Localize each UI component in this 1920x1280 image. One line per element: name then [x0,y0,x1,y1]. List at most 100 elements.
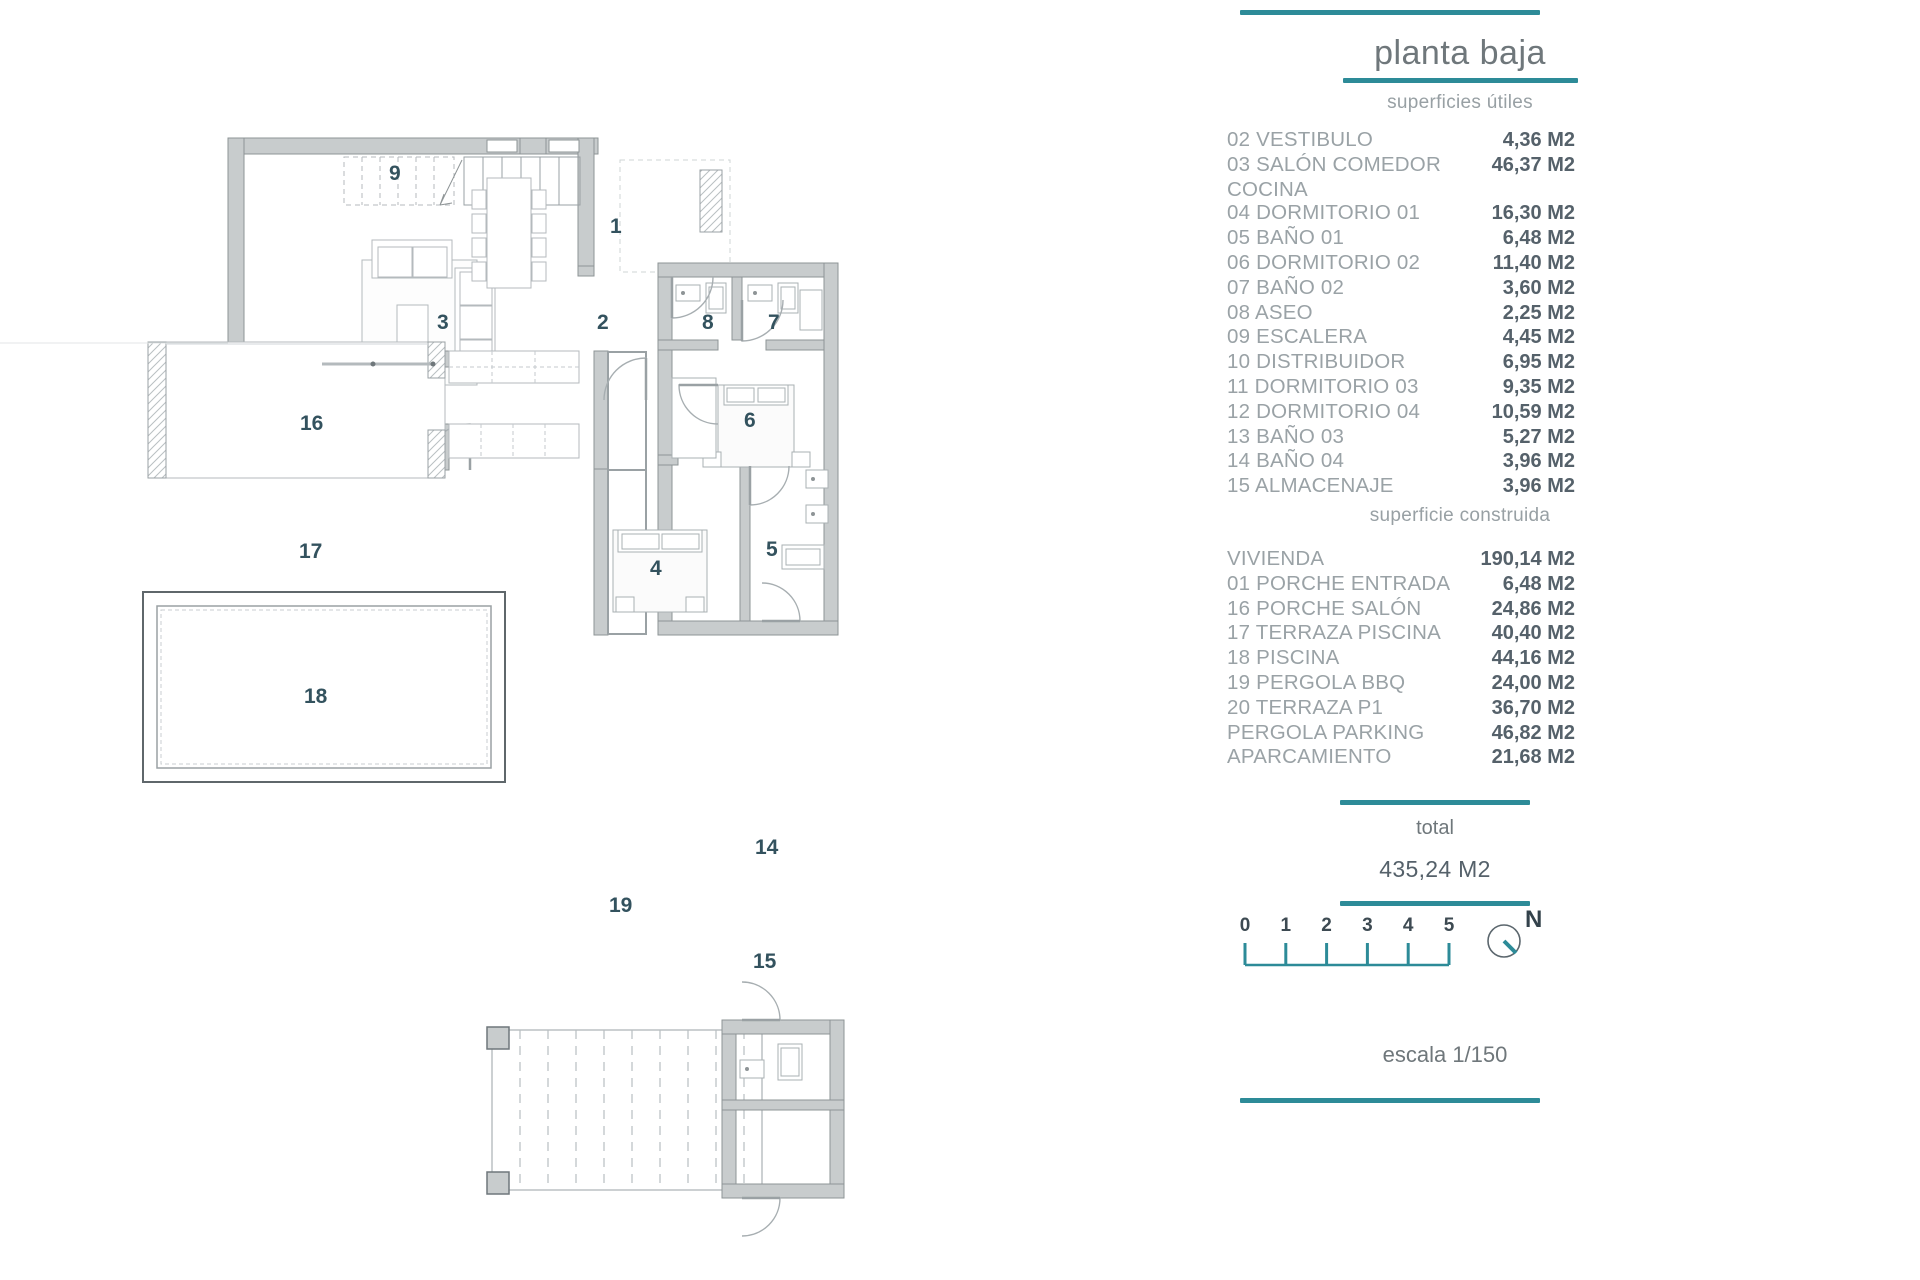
top-divider-rule [1240,10,1540,15]
scale-tick-label: 4 [1403,915,1414,936]
scale-caption: escala 1/150 [1382,1042,1508,1067]
useful-area-value: 46,37 M2 [1491,153,1575,176]
built-area-row: 20 TERRAZA P1 36,70 M2 [1227,696,1575,721]
room-label-17: 17 [299,540,322,563]
built-area-value: 6,48 M2 [1502,572,1575,595]
bedroom-6 [671,377,811,468]
useful-area-value: 11,40 M2 [1492,251,1575,274]
built-area-name: VIVIENDA [1227,547,1325,570]
bano02-fixtures [747,282,823,331]
built-area-name: 16 PORCHE SALÓN [1227,596,1422,620]
useful-area-value: 9,35 M2 [1502,375,1575,398]
room-label-1: 1 [610,215,622,238]
useful-area-row: 06 DORMITORIO 02 11,40 M2 [1227,251,1575,276]
north-label: N [1525,906,1543,933]
room-label-19: 19 [609,894,632,917]
useful-area-value: 6,95 M2 [1502,351,1575,374]
useful-area-row: 07 BAÑO 02 3,60 M2 [1227,276,1575,301]
useful-area-value [1477,178,1575,202]
scale-tick-label: 0 [1240,915,1251,936]
total-value: 435,24 M2 [1379,856,1491,882]
built-area-value: 24,86 M2 [1491,597,1575,620]
top-windows [486,137,580,155]
room-label-3: 3 [437,311,449,334]
scale-tick-label: 5 [1444,915,1455,936]
scale-tick-label: 3 [1362,915,1373,936]
room-label-16: 16 [300,412,323,435]
floor-title: planta baja [1374,34,1546,72]
useful-area-name: COCINA [1227,177,1308,201]
room-number-labels: 1 2 3 4 5 6 7 8 9 16 17 18 19 14 15 [299,162,780,973]
scale-caption-block: escala 1/150 [1235,1042,1655,1068]
floor-plan-svg: 1 2 3 4 5 6 7 8 9 16 17 18 19 14 15 [0,137,845,1237]
useful-area-name: 03 SALÓN COMEDOR [1227,152,1441,176]
built-area-name: 18 PISCINA [1227,646,1340,670]
useful-area-name: 12 DORMITORIO 04 [1227,399,1421,423]
useful-area-value: 4,45 M2 [1502,326,1575,349]
useful-area-value: 10,59 M2 [1491,400,1575,423]
room-label-7: 7 [768,311,780,334]
built-areas-heading: superficie construida [1369,505,1551,526]
floor-title-block: planta baja [1215,34,1705,84]
compass-icon [1487,924,1521,958]
room-label-8: 8 [702,311,714,334]
entry-porch [619,159,731,273]
useful-area-row: 09 ESCALERA 4,45 M2 [1227,325,1575,350]
built-area-name: 19 PERGOLA BBQ [1227,670,1406,694]
salon-sliding-door [322,361,436,367]
useful-area-value: 16,30 M2 [1491,202,1575,225]
room-label-14: 14 [755,836,779,859]
useful-area-name: 13 BAÑO 03 [1227,424,1345,448]
built-area-name: 20 TERRAZA P1 [1227,695,1384,719]
useful-area-row: 04 DORMITORIO 01 16,30 M2 [1227,201,1575,226]
bano01-fixtures [781,469,829,570]
useful-area-value: 5,27 M2 [1502,425,1575,448]
bbq-building [721,981,845,1237]
useful-area-name: 06 DORMITORIO 02 [1227,250,1421,274]
floor-title-underline [1342,78,1578,84]
useful-area-name: 09 ESCALERA [1227,325,1368,349]
useful-area-name: 15 ALMACENAJE [1227,474,1394,498]
useful-area-value: 2,25 M2 [1502,301,1575,324]
useful-area-row: 13 BAÑO 03 5,27 M2 [1227,425,1575,450]
built-area-row: 16 PORCHE SALÓN 24,86 M2 [1227,597,1575,622]
useful-area-name: 07 BAÑO 02 [1227,275,1345,299]
scale-tick-label: 2 [1321,915,1332,936]
pergola-bbq [486,1026,763,1195]
room-label-2: 2 [597,311,609,334]
useful-area-value: 3,60 M2 [1502,276,1575,299]
built-area-name: PERGOLA PARKING [1227,720,1425,744]
useful-area-row: COCINA [1227,178,1575,202]
built-area-value: 40,40 M2 [1491,622,1575,645]
aseo-fixtures [675,282,727,314]
dining-table [471,177,547,289]
useful-area-row: 03 SALÓN COMEDOR 46,37 M2 [1227,153,1575,178]
built-area-value: 36,70 M2 [1491,696,1575,719]
useful-area-value: 3,96 M2 [1502,475,1575,498]
total-bottom-rule [1340,901,1530,906]
useful-area-value: 4,36 M2 [1502,129,1575,151]
useful-area-name: 04 DORMITORIO 01 [1227,201,1421,225]
kitchen-counters [448,350,580,459]
useful-areas-heading: superficies útiles [1387,92,1533,113]
room-label-5: 5 [766,538,778,561]
useful-area-row: 12 DORMITORIO 04 10,59 M2 [1227,400,1575,425]
total-block: total 435,24 M2 [1285,800,1585,906]
porche-salon [147,341,446,479]
bottom-divider-rule [1240,1098,1540,1103]
built-area-name: APARCAMIENTO [1227,745,1392,769]
room-label-9: 9 [389,162,401,185]
